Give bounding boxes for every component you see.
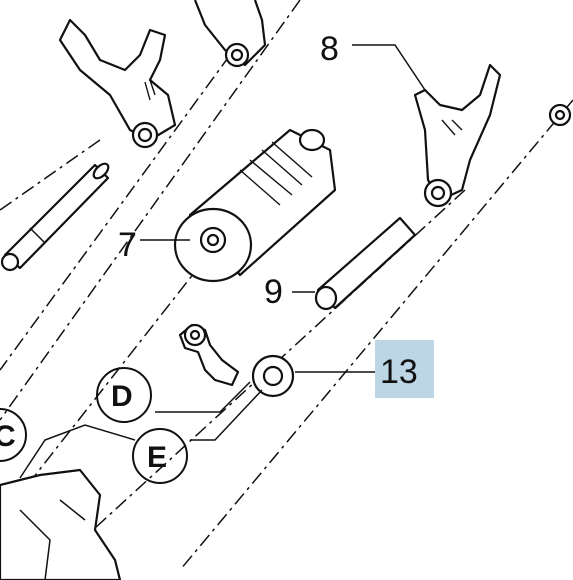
leader-lines: [19, 44, 426, 479]
shift-fork-top: [193, 0, 267, 68]
letter-e: E: [147, 441, 167, 474]
small-part-right: [548, 103, 572, 127]
shift-fork-right: [413, 63, 502, 208]
shift-rod-left: [0, 162, 110, 272]
circle-marker-d: D: [96, 367, 152, 423]
circle-marker-c: C: [0, 408, 27, 462]
circle-marker-e: E: [132, 428, 188, 484]
label-8: 8: [320, 30, 339, 68]
label-13: 13: [380, 353, 418, 391]
label-7: 7: [118, 226, 137, 264]
letter-c: C: [0, 420, 16, 453]
shift-drum: [173, 128, 337, 283]
housing-fragment: [0, 468, 122, 580]
label-9: 9: [264, 273, 283, 311]
highlight-box-13: [375, 340, 434, 398]
washer-13: [251, 354, 295, 398]
stopper-lever: [178, 323, 240, 387]
letter-d: D: [111, 380, 133, 413]
shift-rod-9: [314, 216, 417, 311]
shift-fork-left: [58, 18, 177, 149]
